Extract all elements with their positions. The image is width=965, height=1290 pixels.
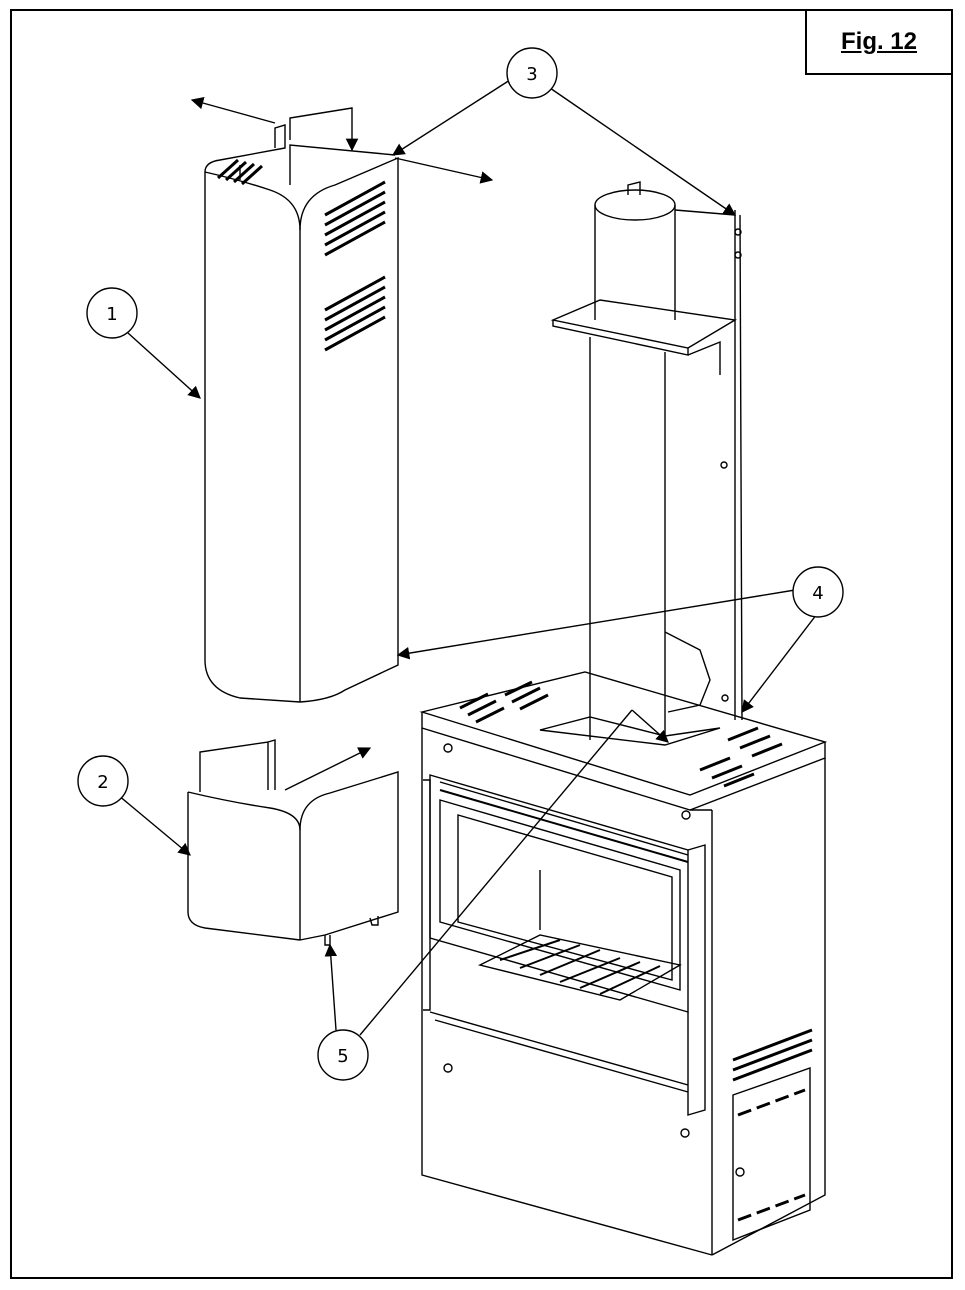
figure-label: Fig. 12 [840, 28, 918, 55]
callout-1: 1 [86, 287, 138, 339]
flue-pipe-assembly [550, 181, 743, 740]
stove-body [419, 671, 828, 1256]
assembly-arrows-part-1 [190, 96, 494, 184]
callout-4-label: 4 [812, 583, 823, 604]
callout-2-label: 2 [97, 772, 108, 793]
upper-flue-cover-part-1 [204, 124, 399, 703]
figure-label-box: Fig. 12 [805, 9, 953, 75]
side-vent-slots [732, 1028, 813, 1222]
callout-5-label: 5 [337, 1046, 348, 1067]
callout-2: 2 [77, 755, 129, 807]
callout-3: 3 [506, 47, 558, 99]
leader-lines [117, 79, 821, 856]
top-vent-slots [459, 680, 783, 788]
drawing-frame [10, 9, 953, 1279]
ventilation-slots [216, 158, 386, 352]
callout-4: 4 [792, 566, 844, 618]
callout-5: 5 [317, 1029, 369, 1081]
callout-3-label: 3 [526, 64, 537, 85]
leader-lines-5 [324, 709, 669, 1036]
lower-cover-part-2 [187, 739, 399, 946]
grate-bars [499, 939, 661, 995]
callout-1-label: 1 [106, 304, 117, 325]
